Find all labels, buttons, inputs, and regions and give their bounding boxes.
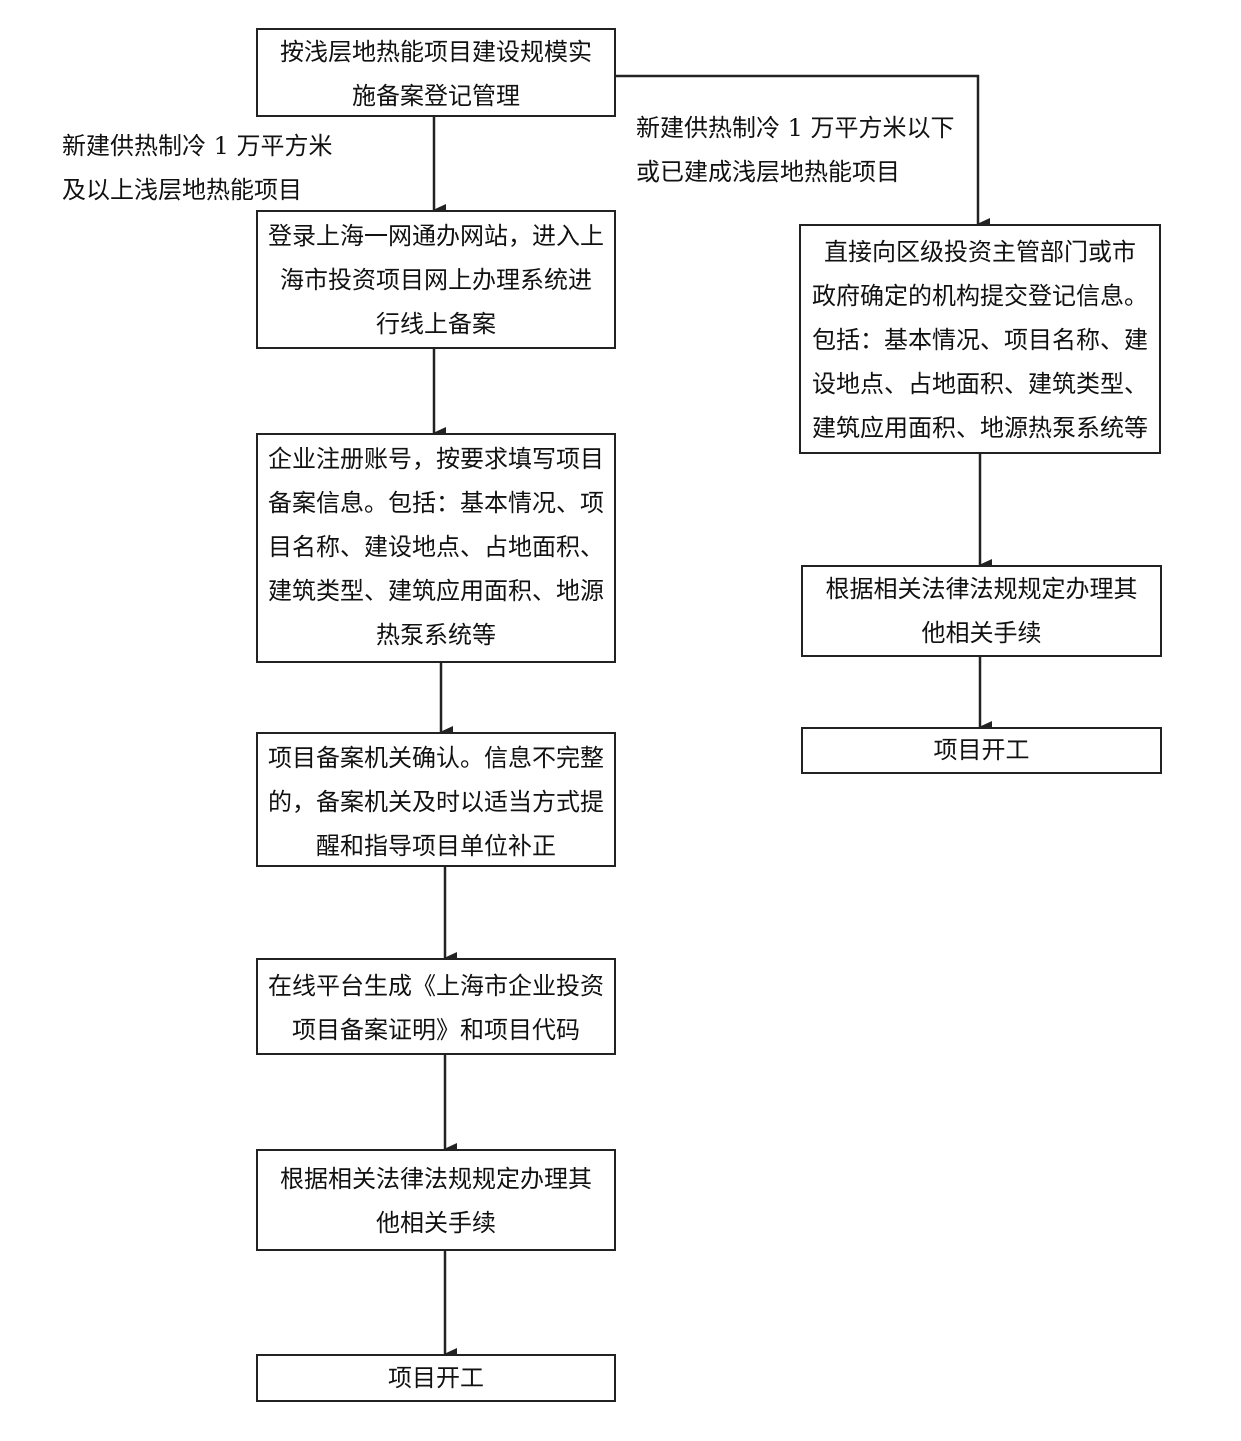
step-text-line: 他相关手续 xyxy=(376,1209,496,1237)
step-text-line: 政府确定的机构提交登记信息。 xyxy=(812,282,1148,310)
step-text-line: 直接向区级投资主管部门或市 xyxy=(824,238,1136,266)
step-text-line: 目名称、建设地点、占地面积、 xyxy=(268,533,604,561)
right-branch-label-line-2: 或已建成浅层地热能项目 xyxy=(636,158,900,186)
step-text-line: 项目开工 xyxy=(933,736,1030,764)
step-text-line: 企业注册账号，按要求填写项目 xyxy=(268,445,604,473)
step-text-line: 的，备案机关及时以适当方式提 xyxy=(268,788,604,816)
step-text-line: 热泵系统等 xyxy=(376,621,496,649)
step-text-line: 根据相关法律法规规定办理其 xyxy=(280,1165,592,1193)
right-step-other-procedures: 根据相关法律法规规定办理其 他相关手续 xyxy=(801,565,1162,657)
step-text-line: 登录上海一网通办网站，进入上 xyxy=(268,222,604,250)
left-step-project-start: 项目开工 xyxy=(256,1354,616,1402)
step-text-line: 在线平台生成《上海市企业投资 xyxy=(268,972,604,1000)
step-text-line: 项目开工 xyxy=(388,1364,484,1392)
step-text-line: 建筑应用面积、地源热泵系统等 xyxy=(812,414,1148,442)
step-text-line: 项目备案证明》和项目代码 xyxy=(292,1016,580,1044)
left-step-register-account: 企业注册账号，按要求填写项目 备案信息。包括：基本情况、项 目名称、建设地点、占… xyxy=(256,433,616,663)
step-text-line: 行线上备案 xyxy=(376,310,496,338)
step-text-line: 他相关手续 xyxy=(921,619,1042,647)
step-text-line: 设地点、占地面积、建筑类型、 xyxy=(812,370,1148,398)
arrow-start-to-right xyxy=(615,74,990,230)
right-branch-label: 新建供热制冷 1 万平方米以下 或已建成浅层地热能项目 xyxy=(636,106,955,194)
left-step-other-procedures: 根据相关法律法规规定办理其 他相关手续 xyxy=(256,1149,616,1251)
step-text-line: 备案信息。包括：基本情况、项 xyxy=(268,489,604,517)
step-text-line: 项目备案机关确认。信息不完整 xyxy=(268,744,604,772)
start-box: 按浅层地热能项目建设规模实 施备案登记管理 xyxy=(256,28,616,117)
start-text-line-1: 按浅层地热能项目建设规模实 xyxy=(280,38,592,66)
left-branch-label-line-2: 及以上浅层地热能项目 xyxy=(62,176,302,204)
left-step-certificate: 在线平台生成《上海市企业投资 项目备案证明》和项目代码 xyxy=(256,958,616,1055)
step-text-line: 包括：基本情况、项目名称、建 xyxy=(812,326,1148,354)
left-step-confirmation: 项目备案机关确认。信息不完整 的，备案机关及时以适当方式提 醒和指导项目单位补正 xyxy=(256,732,616,867)
right-step-project-start: 项目开工 xyxy=(801,727,1162,774)
step-text-line: 根据相关法律法规规定办理其 xyxy=(825,575,1138,603)
left-branch-label: 新建供热制冷 1 万平方米 及以上浅层地热能项目 xyxy=(62,124,333,212)
right-branch-label-line-1: 新建供热制冷 1 万平方米以下 xyxy=(636,114,955,142)
step-text-line: 海市投资项目网上办理系统进 xyxy=(280,266,592,294)
left-branch-label-line-1: 新建供热制冷 1 万平方米 xyxy=(62,132,333,160)
right-step-submit-registration: 直接向区级投资主管部门或市 政府确定的机构提交登记信息。 包括：基本情况、项目名… xyxy=(799,224,1161,454)
start-text-line-2: 施备案登记管理 xyxy=(352,82,520,110)
step-text-line: 建筑类型、建筑应用面积、地源 xyxy=(268,577,604,605)
step-text-line: 醒和指导项目单位补正 xyxy=(316,832,556,860)
left-step-online-filing: 登录上海一网通办网站，进入上 海市投资项目网上办理系统进 行线上备案 xyxy=(256,210,616,349)
